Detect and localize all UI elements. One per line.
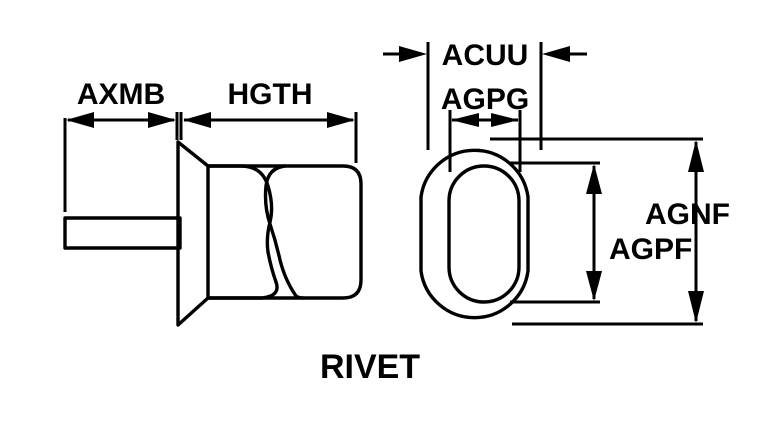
- dimension-agpf: AGPF: [510, 161, 692, 304]
- oval-inner-outline: [447, 164, 521, 304]
- acuu-label: ACUU: [442, 39, 529, 72]
- acuu-arrow-left: [399, 46, 427, 62]
- oval-outer-outline: [419, 148, 530, 320]
- dimension-hgth: HGTH: [179, 78, 358, 163]
- part-name-caption: RIVET: [320, 348, 420, 386]
- body-break-line-secondary: [263, 164, 305, 300]
- agpf-arrow-bottom: [586, 271, 602, 301]
- end-view: [419, 148, 530, 320]
- hgth-label: HGTH: [228, 78, 313, 111]
- dimension-axmb: AXMB: [63, 78, 179, 212]
- rivet-body: [206, 164, 363, 300]
- agpf-arrow-top: [586, 164, 602, 194]
- rivet-countersunk-head: [176, 140, 210, 327]
- agpg-label: AGPG: [441, 83, 529, 116]
- agnf-label: AGNF: [645, 198, 730, 231]
- dimension-acuu: ACUU: [383, 39, 587, 150]
- dimension-agpg: AGPG: [441, 83, 529, 172]
- dimension-agnf: AGNF: [490, 137, 730, 326]
- agpf-label: AGPF: [609, 233, 692, 266]
- hgth-arrow-left: [183, 112, 211, 128]
- side-elevation-view: [63, 140, 363, 327]
- agnf-arrow-top: [688, 140, 704, 172]
- axmb-arrow-left: [66, 112, 94, 128]
- axmb-label: AXMB: [77, 78, 165, 111]
- hgth-arrow-right: [327, 112, 355, 128]
- agpg-arrow-left: [451, 113, 479, 127]
- rivet-shank: [63, 216, 182, 250]
- axmb-arrow-right: [148, 112, 176, 128]
- agnf-arrow-bottom: [688, 291, 704, 323]
- agpg-arrow-right: [491, 113, 519, 127]
- acuu-arrow-right: [542, 46, 570, 62]
